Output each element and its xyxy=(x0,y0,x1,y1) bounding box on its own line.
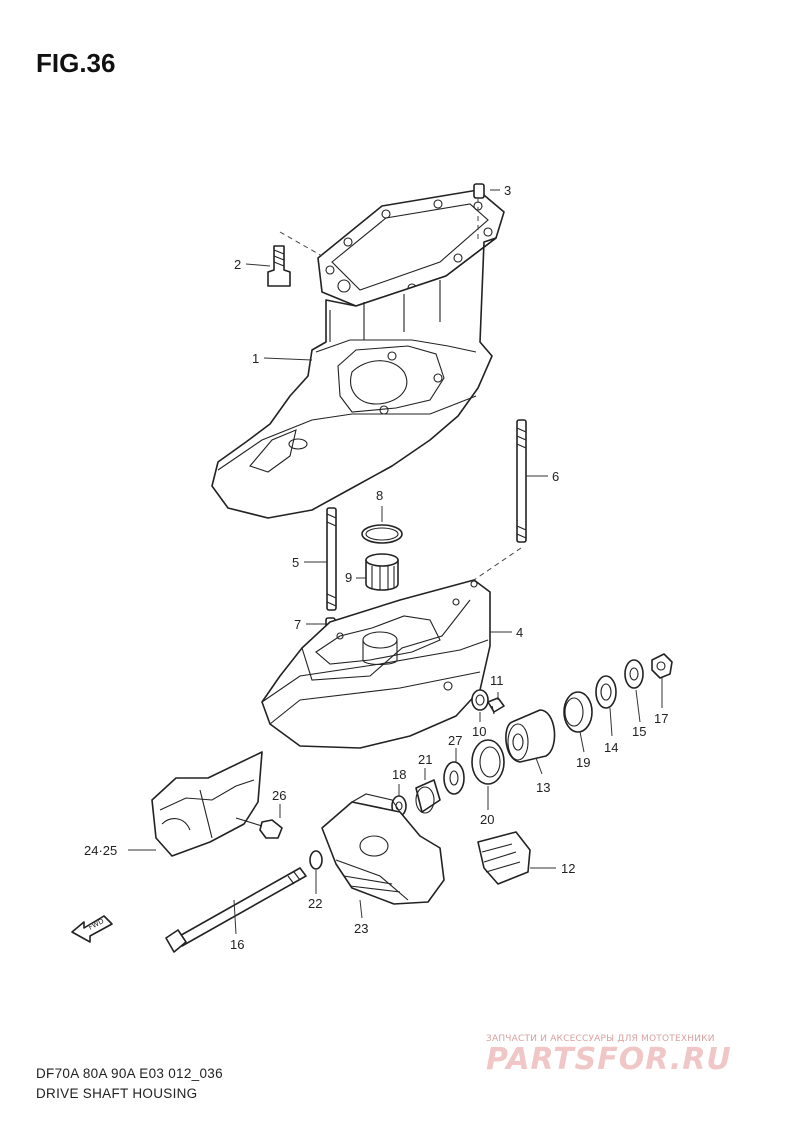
circlip[interactable] xyxy=(361,524,403,544)
part-label-23: 23 xyxy=(354,921,368,936)
part-label-24-25: 24·25 xyxy=(84,843,117,858)
stud-bolt-short[interactable] xyxy=(326,507,337,611)
drive-shaft-housing-upper[interactable] xyxy=(211,189,505,519)
drive-shaft-bush[interactable] xyxy=(365,553,399,591)
figure-title: FIG.36 xyxy=(36,48,116,78)
part-label-18: 18 xyxy=(392,767,406,782)
leader-lines xyxy=(128,189,663,935)
part-label-16: 16 xyxy=(230,937,244,952)
watermark-brand: PARTSFOR.RU xyxy=(486,1042,732,1077)
part-label-27: 27 xyxy=(448,733,462,748)
mount-housing[interactable] xyxy=(471,739,505,785)
rubber-pad[interactable] xyxy=(477,831,531,885)
part-label-22: 22 xyxy=(308,896,322,911)
part-label-19: 19 xyxy=(576,755,590,770)
washer-bolt[interactable] xyxy=(309,850,323,870)
collar[interactable] xyxy=(471,689,489,711)
part-label-3: 3 xyxy=(504,183,511,198)
part-label-26: 26 xyxy=(272,788,286,803)
small-bolt[interactable] xyxy=(487,697,505,715)
forward-direction-arrow: FWD xyxy=(71,915,113,943)
part-label-13: 13 xyxy=(536,780,550,795)
watermark-subtitle: ЗАПЧАСТИ И АКСЕССУАРЫ ДЛЯ МОТОТЕХНИКИ xyxy=(486,1034,715,1044)
part-label-9: 9 xyxy=(345,570,352,585)
nut[interactable] xyxy=(651,653,673,679)
part-label-14: 14 xyxy=(604,740,618,755)
part-label-21: 21 xyxy=(418,752,432,767)
part-label-7: 7 xyxy=(294,617,301,632)
through-bolt-long[interactable] xyxy=(165,867,307,953)
part-label-11: 11 xyxy=(490,673,504,688)
part-label-12: 12 xyxy=(561,861,575,876)
mount-cover[interactable] xyxy=(563,691,593,733)
stud-bolt-long[interactable] xyxy=(516,419,527,543)
cover-bolt[interactable] xyxy=(235,817,283,839)
part-label-8: 8 xyxy=(376,488,383,503)
figure-caption: DF70A 80A 90A E03 012_036 DRIVE SHAFT HO… xyxy=(36,1064,223,1104)
washer-thrust[interactable] xyxy=(443,761,465,795)
model-line: DF70A 80A 90A E03 012_036 xyxy=(36,1066,223,1081)
part-number-labels: 3 2 1 4 5 6 7 8 9 10 11 12 13 14 15 16 1… xyxy=(84,183,668,952)
part-label-6: 6 xyxy=(552,469,559,484)
part-label-4: 4 xyxy=(516,625,523,640)
part-label-20: 20 xyxy=(480,812,494,827)
watermark: ЗАПЧАСТИ И АКСЕССУАРЫ ДЛЯ МОТОТЕХНИКИ PA… xyxy=(486,1034,786,1077)
bracket-cover[interactable] xyxy=(151,751,263,857)
part-label-10: 10 xyxy=(472,724,486,739)
part-label-1: 1 xyxy=(252,351,259,366)
part-label-17: 17 xyxy=(654,711,668,726)
part-label-15: 15 xyxy=(632,724,646,739)
section-name: DRIVE SHAFT HOUSING xyxy=(36,1086,198,1101)
dowel-pin-top[interactable] xyxy=(473,183,485,199)
mount-rubber[interactable] xyxy=(505,709,556,763)
spacer-collar[interactable] xyxy=(415,779,441,814)
washer-large[interactable] xyxy=(595,675,617,709)
part-label-5: 5 xyxy=(292,555,299,570)
housing-bolt[interactable] xyxy=(267,245,291,287)
lower-mount-bracket[interactable] xyxy=(321,793,445,905)
washer-flat[interactable] xyxy=(624,659,644,689)
drive-shaft-housing-lower[interactable] xyxy=(261,579,491,749)
part-label-2: 2 xyxy=(234,257,241,272)
